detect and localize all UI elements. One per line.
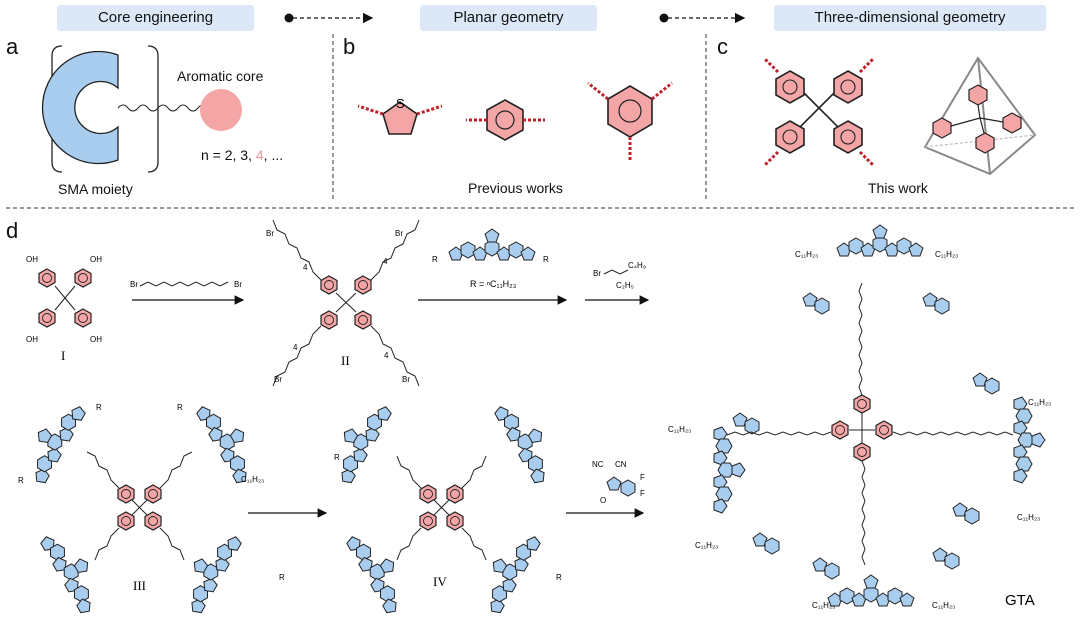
- compound-III-r-2: R: [177, 403, 183, 412]
- gta-label: GTA: [1005, 592, 1035, 609]
- compound-III-structure: [17, 395, 265, 615]
- gta-c11-6: C₁₁H₂₃: [1017, 513, 1040, 522]
- compound-II-sub-3: 4: [293, 343, 298, 352]
- n-values-suffix: , ...: [263, 147, 284, 163]
- n-values-highlight: 4: [255, 147, 264, 163]
- reagent-br-right: Br: [234, 280, 242, 289]
- reagent-core-unit: [449, 229, 535, 260]
- header-three-dimensional-geometry: Three-dimensional geometry: [774, 5, 1046, 31]
- benzene-triangular-core: [587, 81, 673, 160]
- compound-I-oh-2: OH: [90, 255, 102, 264]
- reagent2-c2h5: C₂H₅: [616, 281, 634, 290]
- gta-c11-5: C₁₁H₂₃: [695, 541, 718, 550]
- compound-II-sub-4: 4: [384, 351, 389, 360]
- compound-II-br-2: Br: [395, 229, 403, 238]
- compound-III-c11: C₁₁H₂₃: [241, 475, 264, 484]
- previous-works-caption: Previous works: [468, 180, 563, 196]
- thiophene-core: S: [357, 96, 443, 135]
- panel-label-c: c: [717, 34, 728, 59]
- thiophene-s-label: S: [396, 96, 405, 111]
- aromatic-core-label: Aromatic core: [177, 68, 264, 84]
- header-arrow-1: [284, 12, 374, 24]
- compound-I-oh-1: OH: [26, 255, 38, 264]
- gta-structure: [714, 225, 1045, 606]
- reagent-br-left: Br: [130, 280, 138, 289]
- header-core-engineering: Core engineering: [57, 5, 254, 31]
- gta-c11-8: C₁₁H₂₃: [932, 601, 955, 610]
- benzene-linear-core: [466, 99, 545, 141]
- compound-III-r-4: R: [279, 573, 285, 582]
- compound-II-br-4: Br: [402, 375, 410, 384]
- r-definition: R = ⁿC₁₁H₂₃: [470, 279, 517, 289]
- compound-II-sub-1: 4: [303, 263, 308, 272]
- compound-III-label: III: [133, 578, 146, 593]
- compound-II-br-1: Br: [266, 229, 274, 238]
- reagent-dibromoalkane: [139, 281, 229, 287]
- panel-label-d: d: [6, 218, 19, 243]
- compound-III-r-3: R: [18, 476, 24, 485]
- compound-II-br-3: Br: [274, 375, 282, 384]
- reagent-r-right: R: [543, 255, 549, 264]
- compound-IV-structure: [323, 395, 563, 615]
- gta-c11-7: C₁₁H₂₃: [812, 601, 835, 610]
- reagent2-c4h9: C₄H₉: [628, 261, 646, 270]
- reagent3-nc: NC: [592, 460, 604, 469]
- compound-II-structure: [272, 219, 420, 387]
- reagent2-br: Br: [593, 269, 601, 278]
- gta-c11-3: C₁₁H₂₃: [668, 425, 691, 434]
- reagent-indanone-end-group: [606, 476, 636, 497]
- header-planar-geometry: Planar geometry: [420, 5, 597, 31]
- gta-c11-2: C₁₁H₂₃: [935, 250, 958, 259]
- compound-I-oh-4: OH: [90, 335, 102, 344]
- compound-IV-label: IV: [433, 574, 447, 589]
- header-arrow-2: [659, 12, 746, 24]
- n-values-prefix: n = 2, 3,: [201, 147, 256, 163]
- compound-III-r-1: R: [96, 403, 102, 412]
- reagent3-o: O: [600, 496, 606, 505]
- reagent3-f2: F: [640, 489, 645, 498]
- compound-II-label: II: [341, 353, 350, 368]
- compound-IV-r-2: R: [556, 573, 562, 582]
- gta-c11-4: C₁₁H₂₃: [1028, 398, 1051, 407]
- compound-II-sub-2: 4: [383, 257, 388, 266]
- sma-moiety-label: SMA moiety: [58, 181, 133, 197]
- reagent-alkyl-bromide: [603, 269, 629, 275]
- tetrahedron-model: [923, 56, 1037, 176]
- n-values-label: n = 2, 3, 4, ...: [201, 147, 283, 163]
- tetraphenylmethane-core: [762, 56, 876, 168]
- this-work-caption: This work: [868, 180, 928, 196]
- gta-c11-1: C₁₁H₂₃: [795, 250, 818, 259]
- compound-I-structure: [38, 268, 92, 328]
- reagent3-cn: CN: [615, 460, 627, 469]
- panel-label-a: a: [6, 34, 19, 59]
- sma-moiety-illustration: [41, 45, 242, 173]
- compound-I-label: I: [61, 348, 65, 363]
- panel-label-b: b: [343, 34, 356, 59]
- compound-I-oh-3: OH: [26, 335, 38, 344]
- compound-IV-r-1: R: [334, 453, 340, 462]
- reagent-r-left: R: [432, 255, 438, 264]
- reagent3-f1: F: [640, 473, 645, 482]
